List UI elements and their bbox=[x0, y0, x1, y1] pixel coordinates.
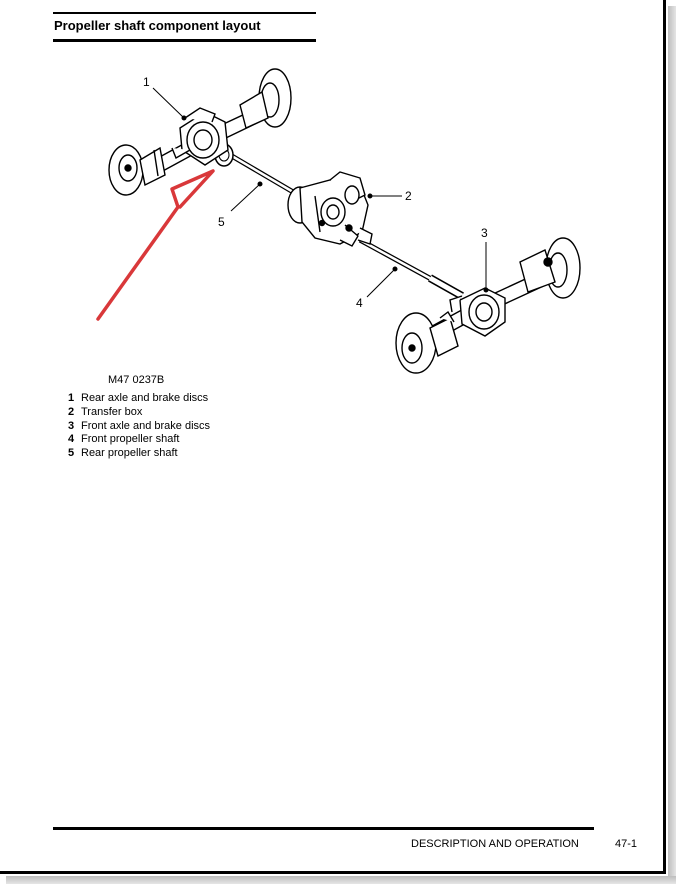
legend-item: 5 Rear propeller shaft bbox=[68, 447, 210, 461]
header-rule-bottom bbox=[53, 39, 316, 42]
legend-number: 5 bbox=[68, 447, 75, 460]
legend-label: Rear propeller shaft bbox=[81, 447, 178, 460]
callout-2: 2 bbox=[405, 189, 412, 203]
legend-number: 2 bbox=[68, 405, 75, 418]
legend-item: 2 Transfer box bbox=[68, 406, 210, 420]
footer-rule bbox=[53, 827, 594, 830]
rear-axle-assembly bbox=[108, 68, 292, 196]
footer-page-number: 47-1 bbox=[615, 838, 638, 850]
legend-number: 4 bbox=[68, 433, 75, 446]
footer-section-title: DESCRIPTION AND OPERATION bbox=[411, 838, 579, 850]
page-shadow-right bbox=[668, 6, 676, 884]
legend-label: Front propeller shaft bbox=[81, 433, 180, 446]
legend-item: 4 Front propeller shaft bbox=[68, 433, 210, 447]
legend-number: 1 bbox=[68, 392, 75, 404]
page-title: Propeller shaft component layout bbox=[54, 18, 261, 33]
legend-number: 3 bbox=[68, 419, 75, 432]
page-frame bbox=[0, 0, 666, 874]
figure-code: M47 0237B bbox=[108, 374, 165, 386]
component-legend: 1 Rear axle and brake discs 2 Transfer box… bbox=[68, 392, 210, 461]
callout-leaders bbox=[152, 87, 489, 298]
page-shadow-bottom bbox=[6, 876, 676, 884]
legend-label: Transfer box bbox=[81, 405, 143, 418]
rear-propeller-shaft bbox=[214, 143, 302, 199]
legend-item: 1 Rear axle and brake discs bbox=[68, 392, 210, 406]
front-axle-assembly bbox=[395, 237, 581, 374]
front-propeller-shaft bbox=[358, 237, 464, 300]
transfer-box bbox=[287, 171, 373, 247]
callout-4: 4 bbox=[356, 296, 363, 310]
legend-label: Rear axle and brake discs bbox=[81, 392, 209, 404]
drivetrain-illustration: 1 2 3 4 5 bbox=[96, 68, 581, 374]
header-rule-top bbox=[53, 12, 316, 14]
legend-item: 3 Front axle and brake discs bbox=[68, 420, 210, 434]
legend-label: Front axle and brake discs bbox=[81, 419, 211, 432]
callout-1: 1 bbox=[143, 75, 150, 89]
callout-5: 5 bbox=[218, 215, 225, 229]
callout-3: 3 bbox=[481, 226, 488, 240]
annotation-arrow bbox=[96, 169, 215, 321]
